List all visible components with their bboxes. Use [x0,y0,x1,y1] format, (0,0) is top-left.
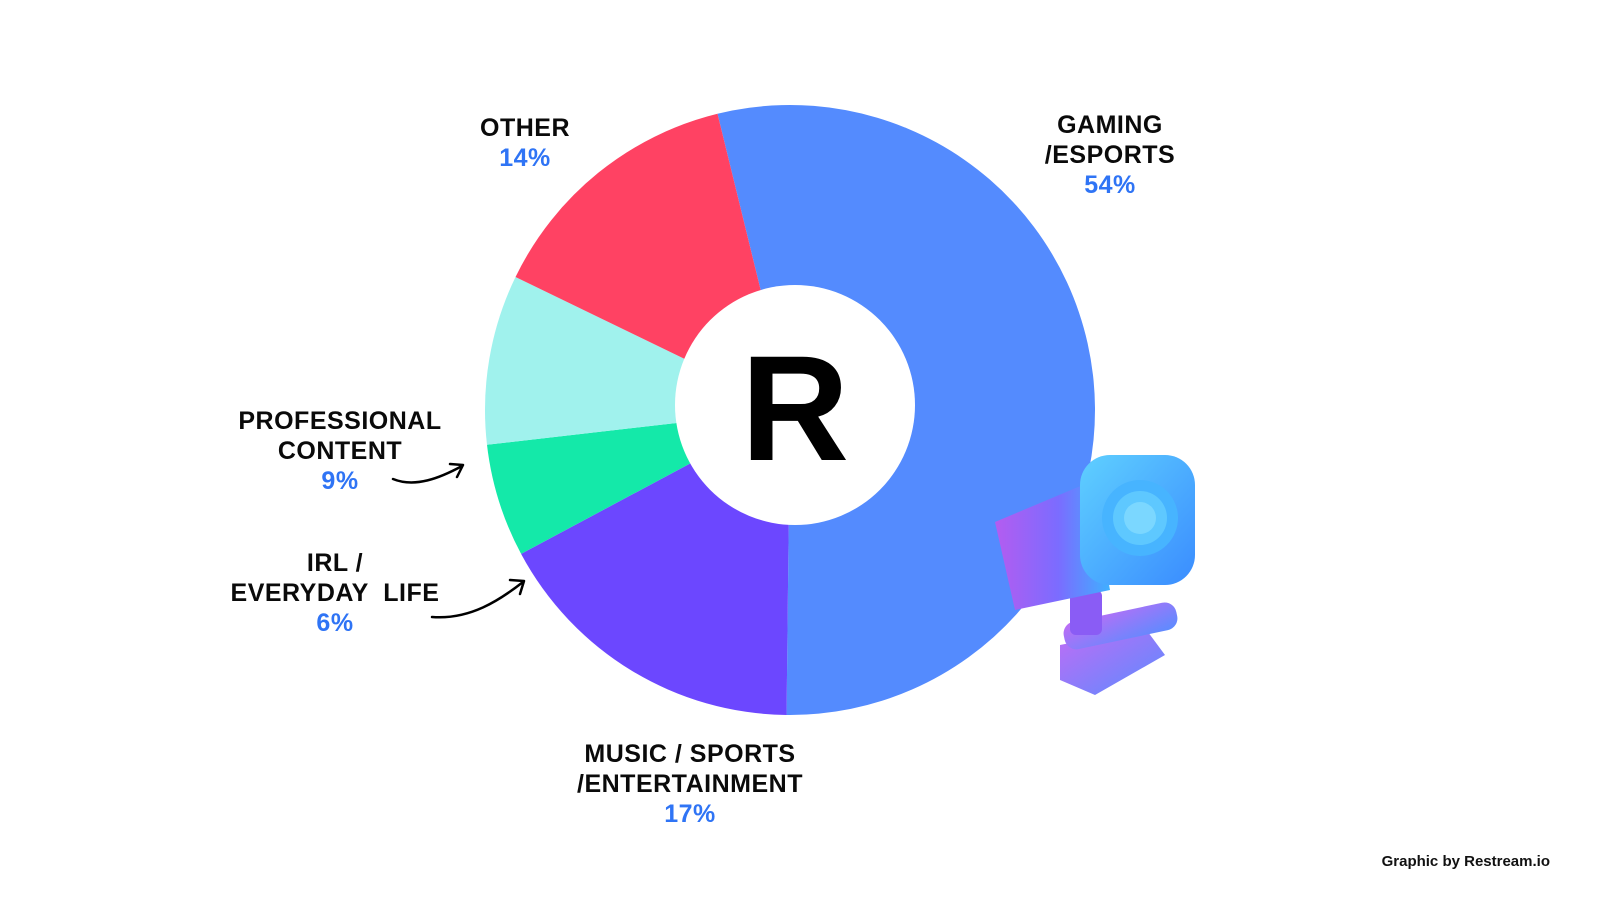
donut-hole [675,285,915,525]
label-music-line2: /ENTERTAINMENT [577,770,803,798]
label-gaming-line1: GAMING [1057,111,1163,139]
arrow-irl-head [508,578,526,596]
label-other-percent: 14% [499,144,551,172]
center-logo-mark: R [741,324,849,492]
label-professional: PROFESSIONAL CONTENT 9% [215,406,465,496]
label-professional-line2: CONTENT [277,437,403,465]
label-gaming-line2: /ESPORTS [1044,141,1176,169]
arrow-professional-head [448,462,465,479]
credit-text: Graphic by Restream.io [1381,853,1550,870]
label-irl-line2: EVERYDAY LIFE [230,579,440,607]
label-professional-line1: PROFESSIONAL [238,407,442,435]
arrow-irl [430,580,525,619]
label-gaming: GAMING /ESPORTS 54% [1020,110,1200,200]
label-music-percent: 17% [664,800,716,828]
label-irl: IRL / EVERYDAY LIFE 6% [215,548,455,638]
label-other: OTHER 14% [450,113,600,173]
label-music: MUSIC / SPORTS /ENTERTAINMENT 17% [540,739,840,829]
label-gaming-percent: 54% [1084,171,1136,199]
label-irl-line1: IRL / [306,549,364,577]
label-professional-percent: 9% [321,467,359,495]
webcam-icon [995,455,1195,695]
arrow-professional [391,464,464,484]
label-irl-percent: 6% [316,609,354,637]
label-music-line1: MUSIC / SPORTS [584,740,796,768]
label-other-line1: OTHER [480,114,570,142]
